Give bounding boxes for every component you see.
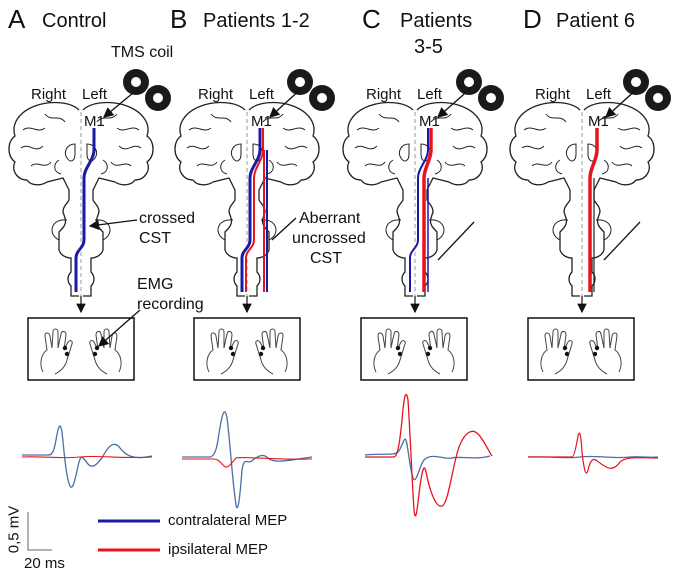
- trace-ipsilateral-a: [21, 455, 153, 459]
- uncrossed-cst-tract-c: [422, 128, 433, 292]
- panel-title-c-line2: 3-5: [414, 36, 443, 58]
- panel-letter-a: A: [8, 4, 26, 34]
- right-label-b: Right: [198, 86, 234, 103]
- mep-traces-a: [21, 425, 153, 488]
- panel-title-d: Patient 6: [556, 10, 635, 32]
- crossed-cst-label-line2: CST: [139, 230, 171, 247]
- panel-c-diagram: [342, 69, 504, 381]
- hands-box-b: [193, 317, 301, 381]
- panel-title-b: Patients 1-2: [203, 10, 310, 32]
- right-label-a: Right: [31, 86, 67, 103]
- trace-contralateral-c: [364, 438, 491, 481]
- mep-traces-c: [364, 394, 493, 517]
- crossed-cst-tract-c: [409, 128, 429, 292]
- crossed-cst-red-b: [245, 128, 264, 292]
- legend-contralateral-label: contralateral MEP: [168, 512, 288, 529]
- panel-letter-c: C: [362, 4, 381, 34]
- brain-outline-a: [8, 101, 154, 297]
- legend-ipsilateral-label: ipsilateral MEP: [168, 541, 269, 558]
- crossed-cst-arrow: [88, 219, 138, 231]
- left-label-a: Left: [82, 86, 108, 103]
- pointer-line-c: [437, 221, 475, 261]
- trace-ipsilateral-d: [528, 432, 659, 474]
- left-label-d: Left: [586, 86, 612, 103]
- right-label-c: Right: [366, 86, 402, 103]
- aberrant-label-line1: Aberrant: [299, 210, 361, 227]
- crossed-cst-tract-a: [74, 128, 96, 292]
- panel-a-diagram: [8, 69, 171, 381]
- m1-label-a: M1: [84, 113, 105, 130]
- left-label-c: Left: [417, 86, 443, 103]
- trace-contralateral-b: [182, 411, 313, 509]
- panel-title-a: Control: [42, 10, 107, 32]
- tms-coil-icon-c: [456, 69, 504, 111]
- tms-coil-icon-d: [623, 69, 671, 111]
- m1-label-c: M1: [419, 113, 440, 130]
- hands-box-c: [360, 317, 468, 381]
- emg-arrow: [98, 309, 141, 347]
- aberrant-arrow: [271, 217, 297, 241]
- hands-box-d: [527, 317, 635, 381]
- coil-arrow-b: [269, 87, 303, 118]
- coil-arrow-c: [437, 87, 472, 118]
- left-label-b: Left: [249, 86, 275, 103]
- emg-label-line1: EMG: [137, 276, 174, 293]
- right-label-d: Right: [535, 86, 571, 103]
- hands-box-a: [27, 317, 135, 381]
- m1-label-b: M1: [251, 113, 272, 130]
- coil-arrow-d: [605, 87, 639, 118]
- pointer-line-d: [603, 221, 641, 261]
- tms-coil-icon-b: [287, 69, 335, 111]
- panel-b-diagram: [174, 69, 335, 381]
- aberrant-label-line2: uncrossed: [292, 230, 366, 247]
- trace-ipsilateral-b: [182, 456, 313, 468]
- crossed-cst-tract-b: [240, 128, 262, 292]
- uncrossed-cst-tract-d: [588, 128, 599, 292]
- panel-d-diagram: [509, 69, 671, 381]
- aberrant-label-line3: CST: [310, 250, 342, 267]
- coil-arrow-a: [102, 87, 140, 118]
- tms-coil-label: TMS coil: [111, 44, 174, 61]
- trace-ipsilateral-c: [365, 394, 493, 517]
- tms-coil-icon-a: [123, 69, 171, 111]
- trace-contralateral-a: [22, 425, 153, 488]
- panel-title-c: Patients: [400, 10, 473, 32]
- brain-outline-c: [342, 101, 488, 297]
- mep-traces-b: [182, 411, 313, 509]
- panel-letter-b: B: [170, 4, 188, 34]
- emg-label-line2: recording: [137, 296, 204, 313]
- crossed-cst-label-line1: crossed: [139, 210, 196, 227]
- scale-bar: [27, 512, 52, 551]
- mep-traces-d: [527, 432, 659, 474]
- panel-letter-d: D: [523, 4, 542, 34]
- brain-outline-d: [509, 101, 655, 297]
- scale-time-label: 20 ms: [24, 555, 65, 572]
